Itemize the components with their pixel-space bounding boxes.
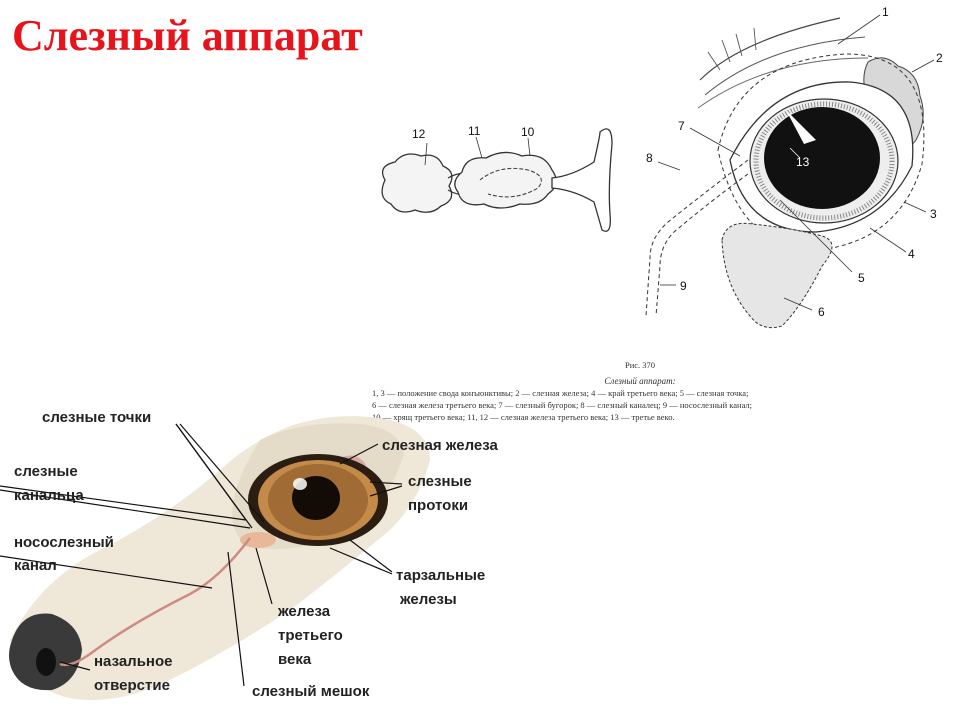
label-ducts-1: слезные bbox=[408, 473, 472, 490]
eye-schematic: 1 2 3 4 5 6 7 8 9 13 bbox=[645, 5, 943, 329]
page-title: Слезный аппарат bbox=[12, 11, 363, 60]
label-1: 1 bbox=[882, 5, 889, 19]
label-4: 4 bbox=[908, 247, 915, 261]
label-third-eyelid-gland-3: века bbox=[278, 651, 312, 668]
label-6: 6 bbox=[818, 305, 825, 319]
figure-caption: Рис. 370 Слезный аппарат: 1, 3 — положен… bbox=[372, 360, 752, 422]
label-13: 13 bbox=[796, 155, 810, 169]
label-third-eyelid-gland-1: железа bbox=[277, 603, 331, 620]
label-third-eyelid-gland-2: третьего bbox=[278, 627, 343, 644]
label-nasolacrimal-2: канал bbox=[14, 557, 57, 574]
label-3: 3 bbox=[930, 207, 937, 221]
label-7: 7 bbox=[678, 119, 685, 133]
label-9: 9 bbox=[680, 279, 687, 293]
label-tarsal-1: тарзальные bbox=[396, 567, 485, 584]
caption-line-2: 6 — слезная железа третьего века; 7 — сл… bbox=[372, 400, 752, 410]
label-11: 11 bbox=[468, 124, 481, 138]
caption-line-3: 10 — хрящ третьего века; 11, 12 — слезна… bbox=[372, 412, 675, 422]
label-nasal-opening-2: отверстие bbox=[94, 677, 170, 694]
figure-label: Рис. 370 bbox=[625, 360, 655, 370]
label-5: 5 bbox=[858, 271, 865, 285]
label-10: 10 bbox=[521, 125, 535, 139]
label-tarsal-2: железы bbox=[399, 591, 457, 608]
label-ducts-2: протоки bbox=[408, 497, 468, 514]
label-8: 8 bbox=[646, 151, 653, 165]
caption-line-1: 1, 3 — положение свода конъюнктивы; 2 — … bbox=[372, 388, 748, 398]
label-lacrimal-sac: слезный мешок bbox=[252, 683, 370, 700]
label-2: 2 bbox=[936, 51, 943, 65]
label-lacrimal-points: слезные точки bbox=[42, 409, 151, 426]
label-nasal-opening-1: назальное bbox=[94, 653, 173, 670]
caption-title: Слезный аппарат: bbox=[604, 376, 675, 386]
label-lacrimal-gland: слезная железа bbox=[382, 437, 499, 454]
dog-eye-illustration bbox=[0, 416, 430, 700]
third-eyelid-gland-drawing: 12 11 10 bbox=[381, 124, 613, 232]
label-nasolacrimal-1: носослезный bbox=[14, 534, 114, 551]
label-canaliculi-1: слезные bbox=[14, 463, 78, 480]
label-12: 12 bbox=[412, 127, 426, 141]
label-canaliculi-2: канальца bbox=[14, 487, 84, 504]
